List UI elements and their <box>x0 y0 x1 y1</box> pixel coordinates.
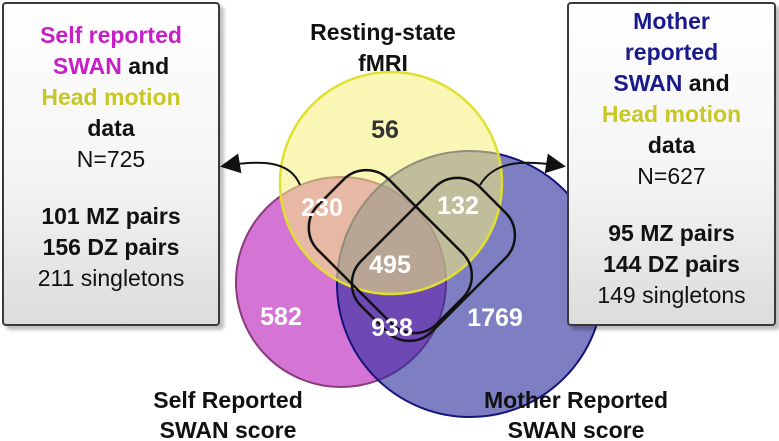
right-box-swan-label: SWAN <box>613 70 683 96</box>
count-fmri-self: 230 <box>301 194 343 222</box>
arrow-to-left-box <box>220 153 301 186</box>
right-box-dz-pairs: 144 DZ pairs <box>603 251 740 277</box>
count-all-three: 495 <box>369 251 411 279</box>
right-box-n: N=627 <box>637 163 706 189</box>
right-box-singletons: 149 singletons <box>597 282 746 308</box>
right-box-mz-pairs: 95 MZ pairs <box>608 220 735 246</box>
right-box-title-line2: reported <box>624 39 719 65</box>
caption-self-line2: SWAN score <box>160 417 297 441</box>
left-box-n: N=725 <box>76 146 146 172</box>
count-fmri-only: 56 <box>371 116 399 144</box>
left-box-title-line1: Self reported <box>40 22 182 48</box>
mother-reported-info-box: Mother reported SWAN and Head motion dat… <box>567 2 776 326</box>
right-box-head-motion: Head motion <box>601 101 742 127</box>
caption-mother-line1: Mother Reported <box>484 387 668 413</box>
left-box-swan-label: SWAN <box>52 53 122 79</box>
count-self-mother: 938 <box>371 314 413 342</box>
caption-mother-line2: SWAN score <box>508 417 645 441</box>
left-box-and-label: and <box>121 53 170 79</box>
caption-self-line1: Self Reported <box>153 387 303 413</box>
caption-fmri-line1: Resting-state <box>310 19 456 45</box>
right-box-title-line3: SWAN and <box>569 68 774 99</box>
count-fmri-mother: 132 <box>437 192 479 220</box>
self-reported-info-box: Self reported SWAN and Head motion data … <box>2 2 220 326</box>
count-self-only: 582 <box>260 303 302 331</box>
left-box-head-motion: Head motion <box>41 84 181 110</box>
left-box-singletons: 211 singletons <box>37 265 185 291</box>
caption-fmri-line2: fMRI <box>358 50 408 76</box>
left-box-dz-pairs: 156 DZ pairs <box>42 234 180 260</box>
arrow-to-right-box <box>479 153 566 186</box>
right-box-data-label: data <box>647 132 696 158</box>
right-box-and-label: and <box>682 70 730 96</box>
left-box-mz-pairs: 101 MZ pairs <box>41 203 181 229</box>
right-box-title-line1: Mother <box>633 8 710 34</box>
left-box-title-line2: SWAN and <box>4 51 218 82</box>
left-box-data-label: data <box>87 115 135 141</box>
count-mother-only: 1769 <box>467 304 523 332</box>
subset-outline-mother <box>350 176 517 343</box>
subset-outline-self <box>307 168 474 335</box>
